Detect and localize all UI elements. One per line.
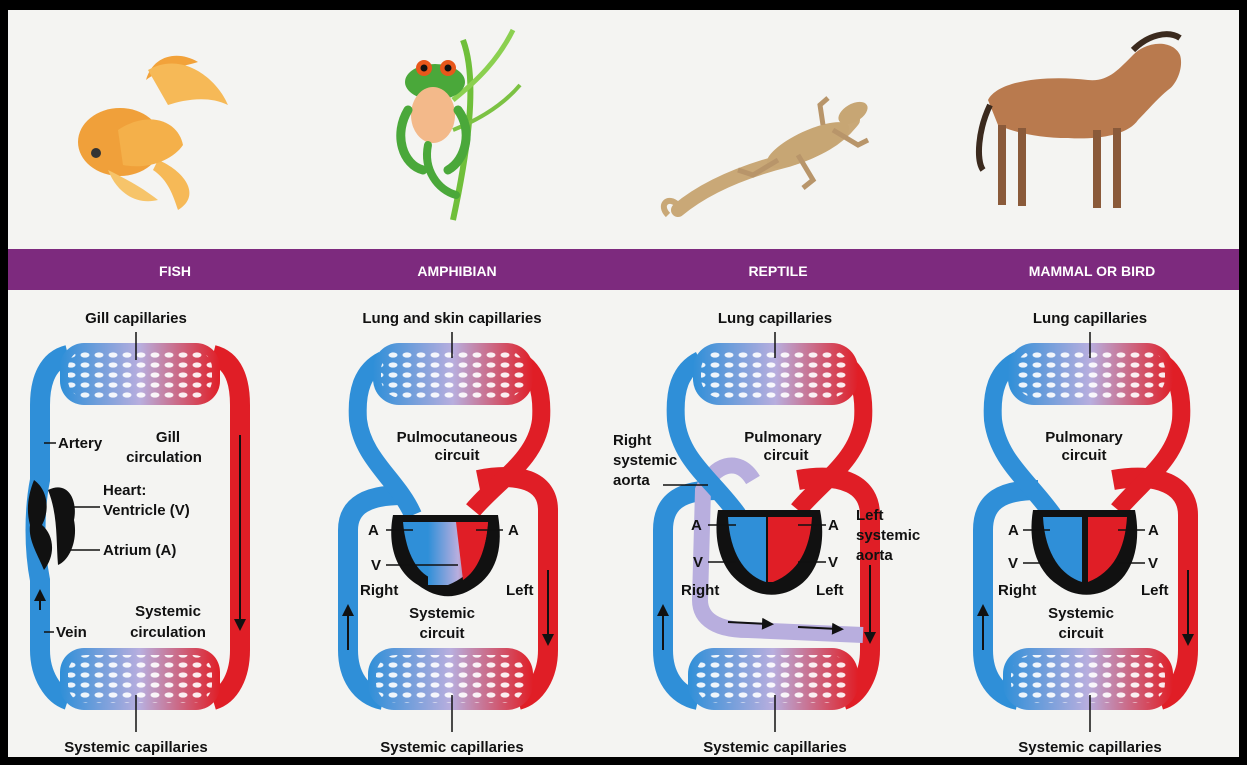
mammal-lower-label-2: circuit xyxy=(1058,625,1103,642)
figure-frame: FISH AMPHIBIAN REPTILE MAMMAL OR BIRD Gi… xyxy=(8,10,1239,757)
amphibian-bottom-label: Systemic capillaries xyxy=(380,739,523,756)
fish-vein-label: Vein xyxy=(56,624,87,641)
amphibian-upper-label-1: Pulmocutaneous xyxy=(397,429,518,446)
reptile-a-left: A xyxy=(691,517,702,534)
fish-gill-circ-label-1: Gill xyxy=(156,429,180,446)
reptile-lsa-label-3: aorta xyxy=(856,547,893,564)
fish-bottom-label: Systemic capillaries xyxy=(64,739,207,756)
amphibian-top-label: Lung and skin capillaries xyxy=(362,310,541,327)
mammal-right-label: Right xyxy=(998,582,1036,599)
fish-diagram xyxy=(28,332,240,732)
fish-atrium-label: Atrium (A) xyxy=(103,542,176,559)
mammal-top-label: Lung capillaries xyxy=(1033,310,1147,327)
fish-top-label: Gill capillaries xyxy=(85,310,187,327)
fish-heart-label: Heart: xyxy=(103,482,146,499)
reptile-lsa-label-1: Left xyxy=(856,507,884,524)
reptile-v-right: V xyxy=(828,554,838,571)
mammal-upper-label-2: circuit xyxy=(1061,447,1106,464)
reptile-rsa-label-2: systemic xyxy=(613,452,677,469)
amphibian-right-label: Right xyxy=(360,582,398,599)
reptile-a-right: A xyxy=(828,517,839,534)
amphibian-upper-label-2: circuit xyxy=(434,447,479,464)
fish-gill-circ-label-2: circulation xyxy=(126,449,202,466)
tree-frog-icon xyxy=(401,30,520,220)
amphibian-a-right: A xyxy=(508,522,519,539)
fish-sys-circ-label-1: Systemic xyxy=(135,603,201,620)
horse-icon xyxy=(979,34,1181,208)
mammal-a-right: A xyxy=(1148,522,1159,539)
mammal-v-left: V xyxy=(1008,555,1018,572)
reptile-right-label: Right xyxy=(681,582,719,599)
mammal-bottom-label: Systemic capillaries xyxy=(1018,739,1161,756)
amphibian-left-label: Left xyxy=(506,582,534,599)
reptile-top-label: Lung capillaries xyxy=(718,310,832,327)
fish-artery-label: Artery xyxy=(58,435,103,452)
header-reptile: REPTILE xyxy=(748,263,807,279)
fish-sys-circ-label-2: circulation xyxy=(130,624,206,641)
reptile-lsa-label-2: systemic xyxy=(856,527,920,544)
reptile-rsa-label-3: aorta xyxy=(613,472,650,489)
reptile-v-left: V xyxy=(693,554,703,571)
header-fish: FISH xyxy=(159,263,191,279)
amphibian-lower-label-1: Systemic xyxy=(409,605,475,622)
mammal-upper-label-1: Pulmonary xyxy=(1045,429,1123,446)
goldfish-icon xyxy=(78,56,228,210)
reptile-rsa-label-1: Right xyxy=(613,432,651,449)
header-mammal-bird: MAMMAL OR BIRD xyxy=(1029,263,1156,279)
fish-ventricle-label: Ventricle (V) xyxy=(103,502,190,519)
reptile-left-label: Left xyxy=(816,582,844,599)
amphibian-v: V xyxy=(371,557,381,574)
amphibian-a-left: A xyxy=(368,522,379,539)
mammal-left-label: Left xyxy=(1141,582,1169,599)
lizard-icon xyxy=(664,97,871,215)
amphibian-lower-label-2: circuit xyxy=(419,625,464,642)
mammal-a-left: A xyxy=(1008,522,1019,539)
reptile-bottom-label: Systemic capillaries xyxy=(703,739,846,756)
reptile-upper-label-2: circuit xyxy=(763,447,808,464)
mammal-lower-label-1: Systemic xyxy=(1048,605,1114,622)
header-amphibian: AMPHIBIAN xyxy=(417,263,496,279)
reptile-upper-label-1: Pulmonary xyxy=(744,429,822,446)
circulatory-diagram: FISH AMPHIBIAN REPTILE MAMMAL OR BIRD Gi… xyxy=(8,10,1239,757)
mammal-v-right: V xyxy=(1148,555,1158,572)
